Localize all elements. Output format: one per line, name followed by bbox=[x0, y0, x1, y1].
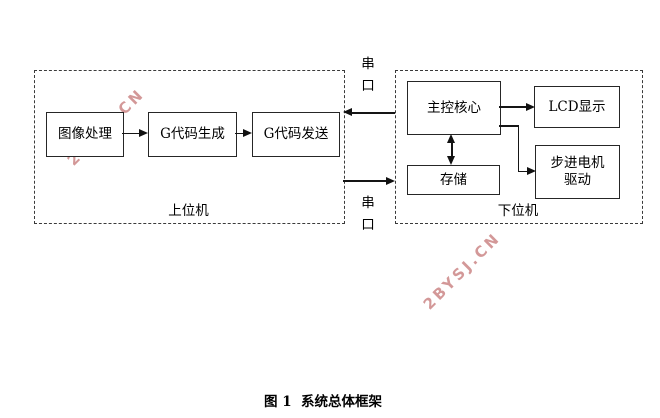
elbow-line-to-stepper bbox=[518, 170, 529, 173]
arrowhead-serial-to-lower bbox=[386, 176, 395, 185]
lcd-display-box: LCD显示 bbox=[534, 86, 620, 128]
gcode-send-box: G代码发送 bbox=[252, 112, 340, 157]
serial-port-label-top: 串 口 bbox=[361, 56, 375, 94]
arrowhead-core-to-storage bbox=[447, 156, 455, 165]
elbow-line-down bbox=[517, 125, 520, 172]
arrowhead-core-to-stepper bbox=[527, 167, 536, 175]
elbow-line-core-right bbox=[499, 125, 519, 127]
main-control-core-box: 主控核心 bbox=[407, 81, 501, 135]
arrow-line-image-to-generate bbox=[122, 132, 141, 135]
figure-caption: 图 1 系统总体框架 bbox=[264, 394, 382, 410]
upper-computer-section bbox=[34, 70, 345, 224]
lower-computer-section bbox=[395, 70, 643, 224]
arrowhead-storage-to-core bbox=[447, 134, 455, 143]
arrow-line-core-storage bbox=[451, 141, 453, 158]
arrow-line-generate-to-send bbox=[235, 132, 245, 135]
arrowhead-serial-to-upper bbox=[343, 108, 352, 116]
upper-computer-label: 上位机 bbox=[168, 203, 209, 219]
image-processing-box: 图像处理 bbox=[46, 112, 124, 157]
arrowhead-generate-to-send bbox=[243, 129, 252, 137]
storage-box: 存储 bbox=[407, 165, 500, 195]
arrow-line-serial-to-lower bbox=[343, 180, 388, 182]
stepper-motor-driver-box: 步进电机 驱动 bbox=[535, 145, 620, 199]
arrow-line-serial-to-upper bbox=[351, 112, 395, 114]
watermark-lower: 2BYSJ.CN bbox=[419, 228, 505, 314]
lower-computer-label: 下位机 bbox=[497, 203, 539, 219]
serial-port-label-bottom: 串 口 bbox=[361, 195, 375, 233]
gcode-generate-box: G代码生成 bbox=[148, 112, 237, 157]
arrowhead-core-to-lcd bbox=[526, 102, 535, 111]
arrow-line-core-to-lcd bbox=[499, 106, 528, 108]
arrowhead-image-to-generate bbox=[139, 129, 148, 137]
